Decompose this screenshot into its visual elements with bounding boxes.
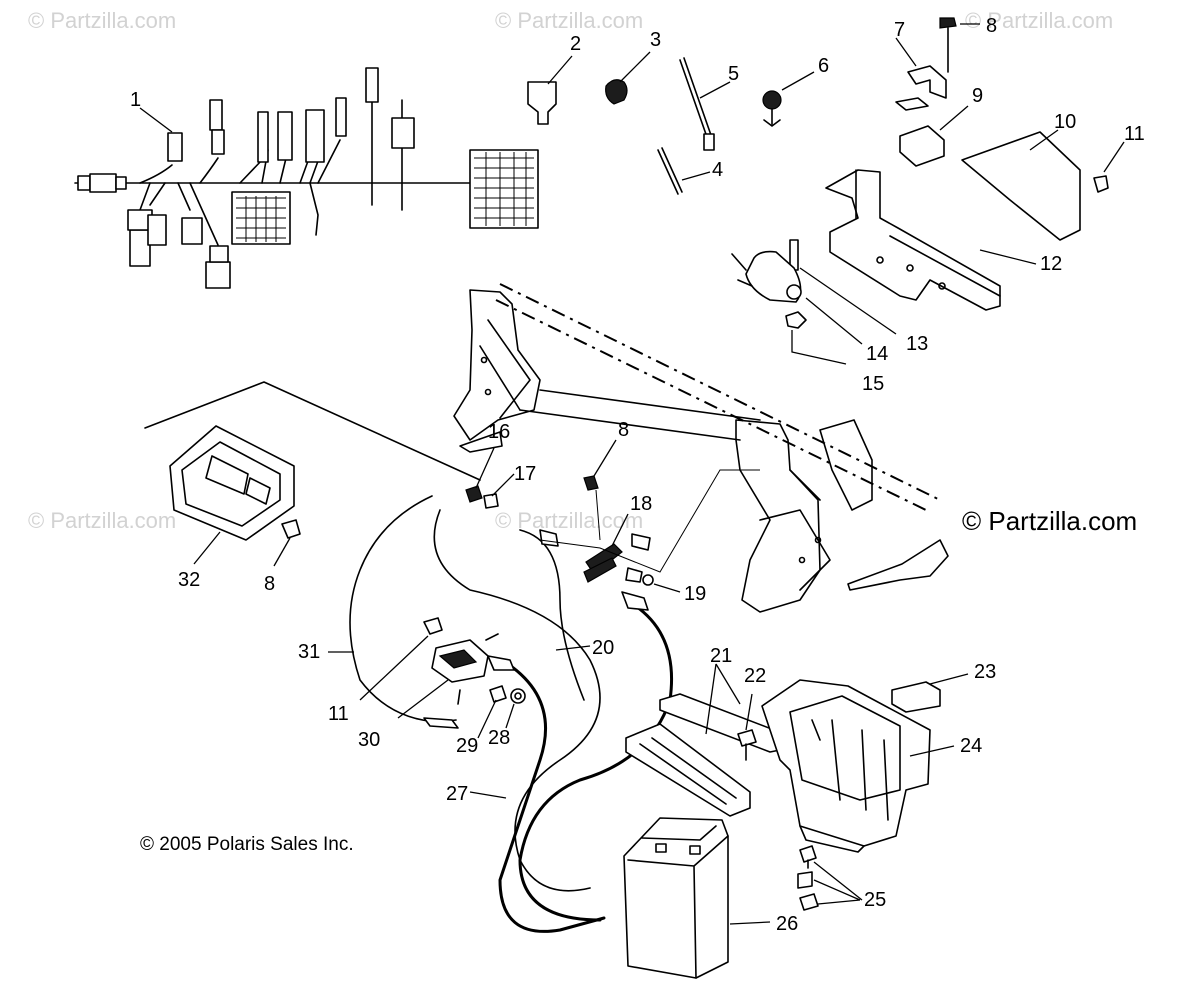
- callout-number: 15: [862, 373, 884, 395]
- wiring-harness[interactable]: [74, 67, 539, 289]
- screw-8-center[interactable]: [583, 439, 617, 541]
- callout-number: 19: [684, 583, 706, 605]
- nut-29[interactable]: [477, 685, 507, 739]
- bolt-22[interactable]: [737, 693, 757, 761]
- callout-number: 14: [866, 343, 888, 365]
- screw-11-lower[interactable]: [359, 617, 443, 701]
- callout-number: 12: [1040, 253, 1062, 275]
- fastener-16[interactable]: [465, 447, 495, 503]
- callout-number: 8: [618, 419, 629, 441]
- callout-number: 11: [1124, 123, 1145, 145]
- cable-27[interactable]: [469, 591, 674, 933]
- callout-number: 6: [818, 55, 829, 77]
- watermark: © Partzilla.com: [28, 508, 176, 533]
- callout-number: 7: [894, 19, 905, 41]
- battery-box-24[interactable]: [761, 679, 955, 853]
- fastener-19[interactable]: [625, 567, 681, 593]
- watermark: © Partzilla.com: [965, 8, 1113, 33]
- cable-tie-5[interactable]: [679, 57, 731, 151]
- screw-11[interactable]: [1093, 141, 1125, 193]
- switch-3[interactable]: [605, 51, 651, 105]
- watermark: © Partzilla.com: [495, 8, 643, 33]
- callout-number: 4: [712, 159, 723, 181]
- circuit-breaker-30[interactable]: [397, 633, 499, 719]
- label-23[interactable]: [891, 673, 969, 713]
- callout-number: 9: [972, 85, 983, 107]
- callout-number: 26: [776, 913, 798, 935]
- cable-31[interactable]: [328, 495, 459, 729]
- switch-2[interactable]: [527, 55, 573, 125]
- callout-number: 16: [488, 421, 510, 443]
- callout-number: 1: [130, 89, 141, 111]
- terminal-block-18[interactable]: [539, 469, 760, 583]
- partzilla-brand-mark: © Partzilla.com: [962, 506, 1137, 536]
- callout-number: 28: [488, 727, 510, 749]
- callout-number: 5: [728, 63, 739, 85]
- callout-number: 11: [328, 703, 349, 725]
- callout-number: 10: [1054, 111, 1076, 133]
- cover-10[interactable]: [961, 129, 1081, 241]
- screw-8[interactable]: [939, 17, 980, 73]
- callout-number: 3: [650, 29, 661, 51]
- callout-number: 32: [178, 569, 200, 591]
- callout-number: 18: [630, 493, 652, 515]
- callout-number: 31: [298, 641, 320, 663]
- watermark: © Partzilla.com: [28, 8, 176, 33]
- bracket-7[interactable]: [895, 37, 947, 111]
- copyright-notice: © 2005 Polaris Sales Inc.: [140, 834, 354, 855]
- callout-number: 17: [514, 463, 536, 485]
- callout-number: 22: [744, 665, 766, 687]
- callout-number: 25: [864, 889, 886, 911]
- watermark: © Partzilla.com: [495, 508, 643, 533]
- frame: [453, 283, 949, 613]
- callout-number: 8: [986, 15, 997, 37]
- callout-number: 30: [358, 729, 380, 751]
- callout-number: 23: [974, 661, 996, 683]
- callout-number: 8: [264, 573, 275, 595]
- cable-tie-4[interactable]: [657, 147, 711, 195]
- nut-28[interactable]: [505, 688, 526, 729]
- bracket-12[interactable]: [825, 169, 1037, 311]
- relay-9[interactable]: [899, 105, 969, 167]
- callout-number: 20: [592, 637, 614, 659]
- screw-8-lower-left[interactable]: [273, 519, 301, 567]
- module-32[interactable]: [144, 381, 481, 565]
- callout-number: 13: [906, 333, 928, 355]
- nut-15[interactable]: [785, 311, 847, 365]
- clip-6[interactable]: [762, 71, 815, 127]
- fasteners-25[interactable]: [797, 845, 863, 911]
- watermarks: © Partzilla.com © Partzilla.com © Partzi…: [28, 8, 1113, 533]
- callout-number: 2: [570, 33, 581, 55]
- solenoid-14[interactable]: [731, 250, 863, 345]
- battery-26[interactable]: [623, 817, 771, 979]
- callout-number: 27: [446, 783, 468, 805]
- callout-number: 24: [960, 735, 982, 757]
- callout-number: 29: [456, 735, 478, 757]
- nut-17[interactable]: [483, 473, 515, 509]
- callout-number: 21: [710, 645, 732, 667]
